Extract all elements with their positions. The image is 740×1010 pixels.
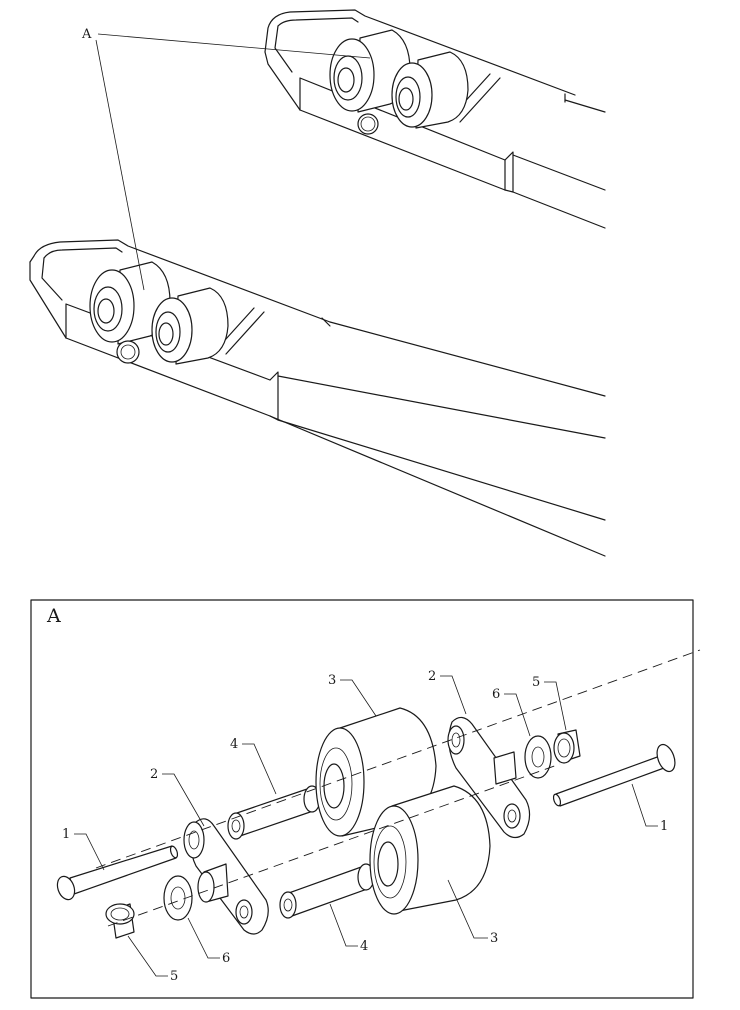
- lower-pin-head: [116, 340, 140, 364]
- upper-pin-head: [357, 113, 379, 135]
- svg-text:1: 1: [660, 819, 668, 834]
- part-labels: 1 2 4 3 2 6 5 1: [62, 669, 668, 984]
- upper-roller-front: [329, 29, 411, 113]
- axis-lower: [107, 763, 561, 927]
- detail-title: A: [46, 605, 61, 627]
- upper-fork: [264, 9, 606, 229]
- label-pin-left: 1: [62, 827, 105, 871]
- svg-text:5: 5: [532, 675, 540, 690]
- label-axle-upper: 4: [230, 737, 277, 795]
- label-bushing-left: 5: [127, 935, 178, 984]
- label-bushing-right: 5: [532, 675, 567, 731]
- axis-upper: [95, 649, 701, 869]
- svg-text:3: 3: [328, 673, 336, 688]
- left-bushing: [105, 903, 135, 939]
- svg-text:5: 5: [170, 969, 178, 984]
- callout-a: A: [81, 27, 371, 291]
- svg-text:4: 4: [360, 939, 368, 954]
- lower-fork: [29, 239, 606, 557]
- label-pin-right: 1: [631, 783, 668, 834]
- svg-text:2: 2: [428, 669, 436, 684]
- label-washer-left: 6: [187, 917, 230, 966]
- svg-text:2: 2: [150, 767, 158, 782]
- label-washer-right: 6: [492, 687, 531, 737]
- svg-text:1: 1: [62, 827, 70, 842]
- roller-lower: [369, 785, 491, 915]
- label-bracket-right: 2: [428, 669, 467, 715]
- right-washer: [524, 735, 552, 779]
- detail-frame: A: [30, 599, 694, 999]
- svg-text:3: 3: [490, 931, 498, 946]
- label-roller-lower: 3: [447, 879, 498, 946]
- label-axle-lower: 4: [329, 903, 368, 954]
- left-bracket: [183, 818, 269, 935]
- callout-a-label: A: [81, 27, 92, 42]
- label-roller-upper: 3: [328, 673, 377, 717]
- label-bracket-left: 2: [150, 767, 205, 827]
- axle-upper: [227, 785, 321, 840]
- upper-roller-rear: [391, 51, 469, 129]
- left-pin: [56, 845, 179, 901]
- svg-text:6: 6: [222, 951, 230, 966]
- right-bracket: [447, 716, 531, 839]
- svg-text:6: 6: [492, 687, 500, 702]
- svg-text:4: 4: [230, 737, 238, 752]
- lower-roller-rear: [151, 287, 229, 365]
- axle-lower: [279, 863, 375, 919]
- exploded-parts: [56, 649, 701, 939]
- right-pin: [552, 743, 676, 807]
- right-bushing: [553, 729, 581, 764]
- left-washer: [163, 875, 193, 921]
